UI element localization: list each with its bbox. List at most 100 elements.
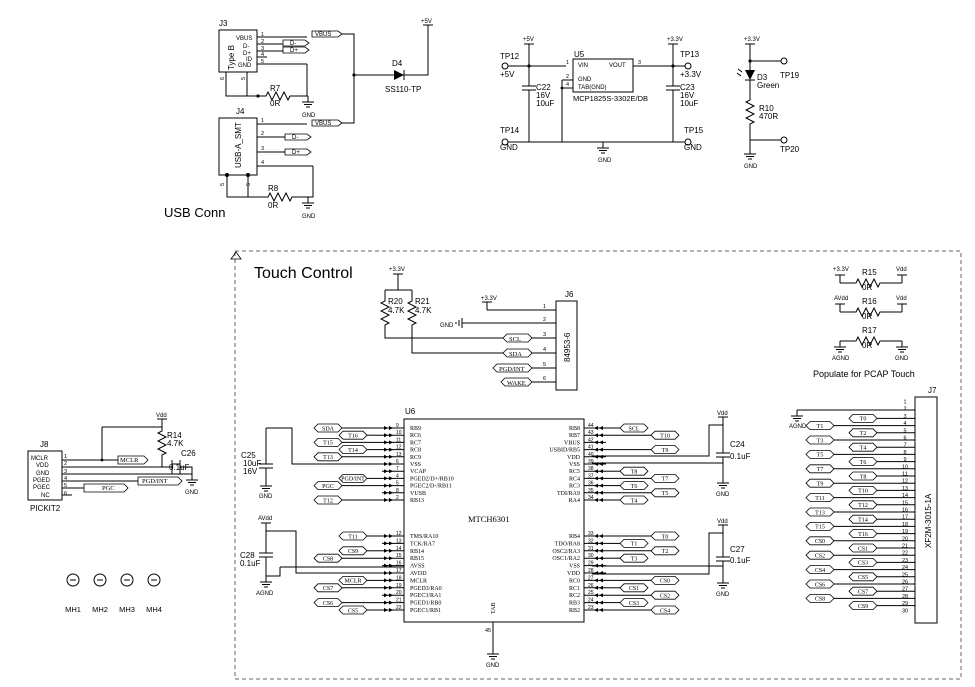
j7-net-tag: T13 <box>815 510 825 516</box>
j6-ref: J6 <box>565 290 574 299</box>
u6-pin-number: 11 <box>396 437 401 443</box>
j6-part: 84953-6 <box>563 332 572 362</box>
tp15-ref: TP15 <box>684 126 704 135</box>
u6-pin-number: 35 <box>588 488 594 494</box>
u6-pin-number: 6 <box>396 459 399 465</box>
net-dp-tag: D+ <box>290 48 298 54</box>
u6-pin-name: RC9 <box>410 455 421 461</box>
mounting-hole-label: MH1 <box>65 605 81 614</box>
u6-pin-name: PGEC1/RB1 <box>410 608 441 614</box>
u6-pin-number: 41 <box>588 445 594 451</box>
j7-pin-number: 10 <box>902 464 908 470</box>
c22-value: 10uF <box>536 99 554 108</box>
u6-pin-number: 17 <box>396 568 402 574</box>
u6-pin-name: AVDD <box>410 571 427 577</box>
u6-net-tag: CS0 <box>660 579 670 585</box>
u6-pin-name: PGEC3/RA1 <box>410 593 441 599</box>
u5-num: 3 <box>638 60 641 66</box>
j7-net-tag: CS2 <box>815 554 825 560</box>
u6-net-tag: PGC <box>322 484 334 490</box>
j8-num: 5 <box>64 483 67 489</box>
u6-pin-name: RB3 <box>569 601 580 607</box>
u6-pin-number: 21 <box>396 598 402 604</box>
u6-net-tag: CS3 <box>629 601 639 607</box>
j7-net-tag: T2 <box>860 431 867 437</box>
u5-part: MCP1825S-3302E/DB <box>573 94 648 103</box>
r21-ref: R21 <box>415 297 430 306</box>
c25-value: 10uF <box>243 459 261 468</box>
u6-net-tag: CS4 <box>660 608 670 614</box>
j4-ref: J4 <box>236 107 245 116</box>
j7-pin-number: 15 <box>902 500 908 506</box>
u6-pin-number: 24 <box>588 598 594 604</box>
j8-pin: NC <box>41 493 50 499</box>
mounting-hole-symbol <box>147 573 161 587</box>
r17-ref: R17 <box>862 326 877 335</box>
u6-pin-name: RC3 <box>569 484 580 490</box>
j6-num: 4 <box>543 347 546 353</box>
p5v-label-reg: +5V <box>523 37 534 43</box>
j7-pin-number: 25 <box>902 572 908 578</box>
gnd-label-c25: GND <box>259 494 273 500</box>
u6-net-tag: T11 <box>348 534 357 540</box>
u5-pin-tab: TAB(GND) <box>578 85 607 91</box>
u6-pin-name: RC4 <box>569 476 580 482</box>
j7-pin-number: 21 <box>902 544 908 550</box>
j7-net-tag: T1 <box>817 424 824 430</box>
c26-ref: C26 <box>181 449 196 458</box>
u6-pin-number: 7 <box>396 466 399 472</box>
u6-pin-name: VSS <box>569 462 580 468</box>
j7-pin-number: 1 <box>903 400 906 406</box>
u6-net-tag: CS7 <box>323 586 333 592</box>
u6-pin-number: 32 <box>588 538 594 544</box>
j7-pin-number: 3 <box>903 414 906 420</box>
net-dm-tag-j4: D- <box>292 135 298 141</box>
j8-pin: PGED <box>33 478 51 484</box>
j3-body-label: Type B <box>227 45 236 70</box>
u6-pin-number: 2 <box>396 495 399 501</box>
net-scl-tag: SCL <box>509 336 521 343</box>
u6-pin-name: PGED1/RB0 <box>410 601 441 607</box>
u5-ref: U5 <box>574 50 585 59</box>
j7-pin-number: 7 <box>903 443 906 449</box>
u6-pin-name: RC1 <box>569 586 580 592</box>
u6-net-tag: MCLR <box>344 579 361 585</box>
u6-pin-name: RB7 <box>569 433 580 439</box>
u6-pin-number: 5 <box>396 481 399 487</box>
tp14-net: GND <box>500 143 518 152</box>
j3-num: 3 <box>261 46 264 52</box>
j8-num: 3 <box>64 469 67 475</box>
j7-net-tag: T16 <box>858 532 868 538</box>
u6-pin-name: TCK/RA7 <box>410 541 435 547</box>
r10-value: 470R <box>759 112 778 121</box>
u6-net-tag: T16 <box>348 434 358 440</box>
j4-shell-num: 6 <box>246 183 252 186</box>
gnd-label-c27: GND <box>716 592 730 598</box>
avdd-label-r16: AVdd <box>834 296 848 302</box>
c28-value: 0.1uF <box>240 559 261 568</box>
j7-pin-number: 23 <box>902 558 908 564</box>
agnd-label-r17: AGND <box>832 356 850 362</box>
gnd-label-j6: GND <box>440 323 454 329</box>
u6-pin-number: 39 <box>588 459 594 465</box>
j8-ref: J8 <box>40 440 49 449</box>
p33v-label-j6: +3.3V <box>481 296 497 302</box>
j7-pin-number: 2 <box>903 407 906 413</box>
connector-j8: J8 MCLR VDD GND PGED PGEC NC 1 2 3 4 5 6… <box>27 413 199 513</box>
u6-pin-number: 25 <box>588 590 594 596</box>
c22-ref: C22 <box>536 83 551 92</box>
u6-pin-number: 19 <box>396 583 402 589</box>
j3-pin-dm: D- <box>243 44 249 50</box>
u6-pin-number: 42 <box>588 437 594 443</box>
j6-num: 6 <box>543 376 546 382</box>
u6-net-tag: T6 <box>631 484 638 490</box>
u6-net-tag: T13 <box>323 455 333 461</box>
r16-value: 0R <box>862 312 872 321</box>
u6-pin-name: AVSS <box>410 564 425 570</box>
mounting-hole-symbol <box>120 573 134 587</box>
tp19-ref: TP19 <box>780 71 800 80</box>
u5-pin-vout: VOUT <box>609 63 626 69</box>
u6-pin-number: 37 <box>588 473 594 479</box>
